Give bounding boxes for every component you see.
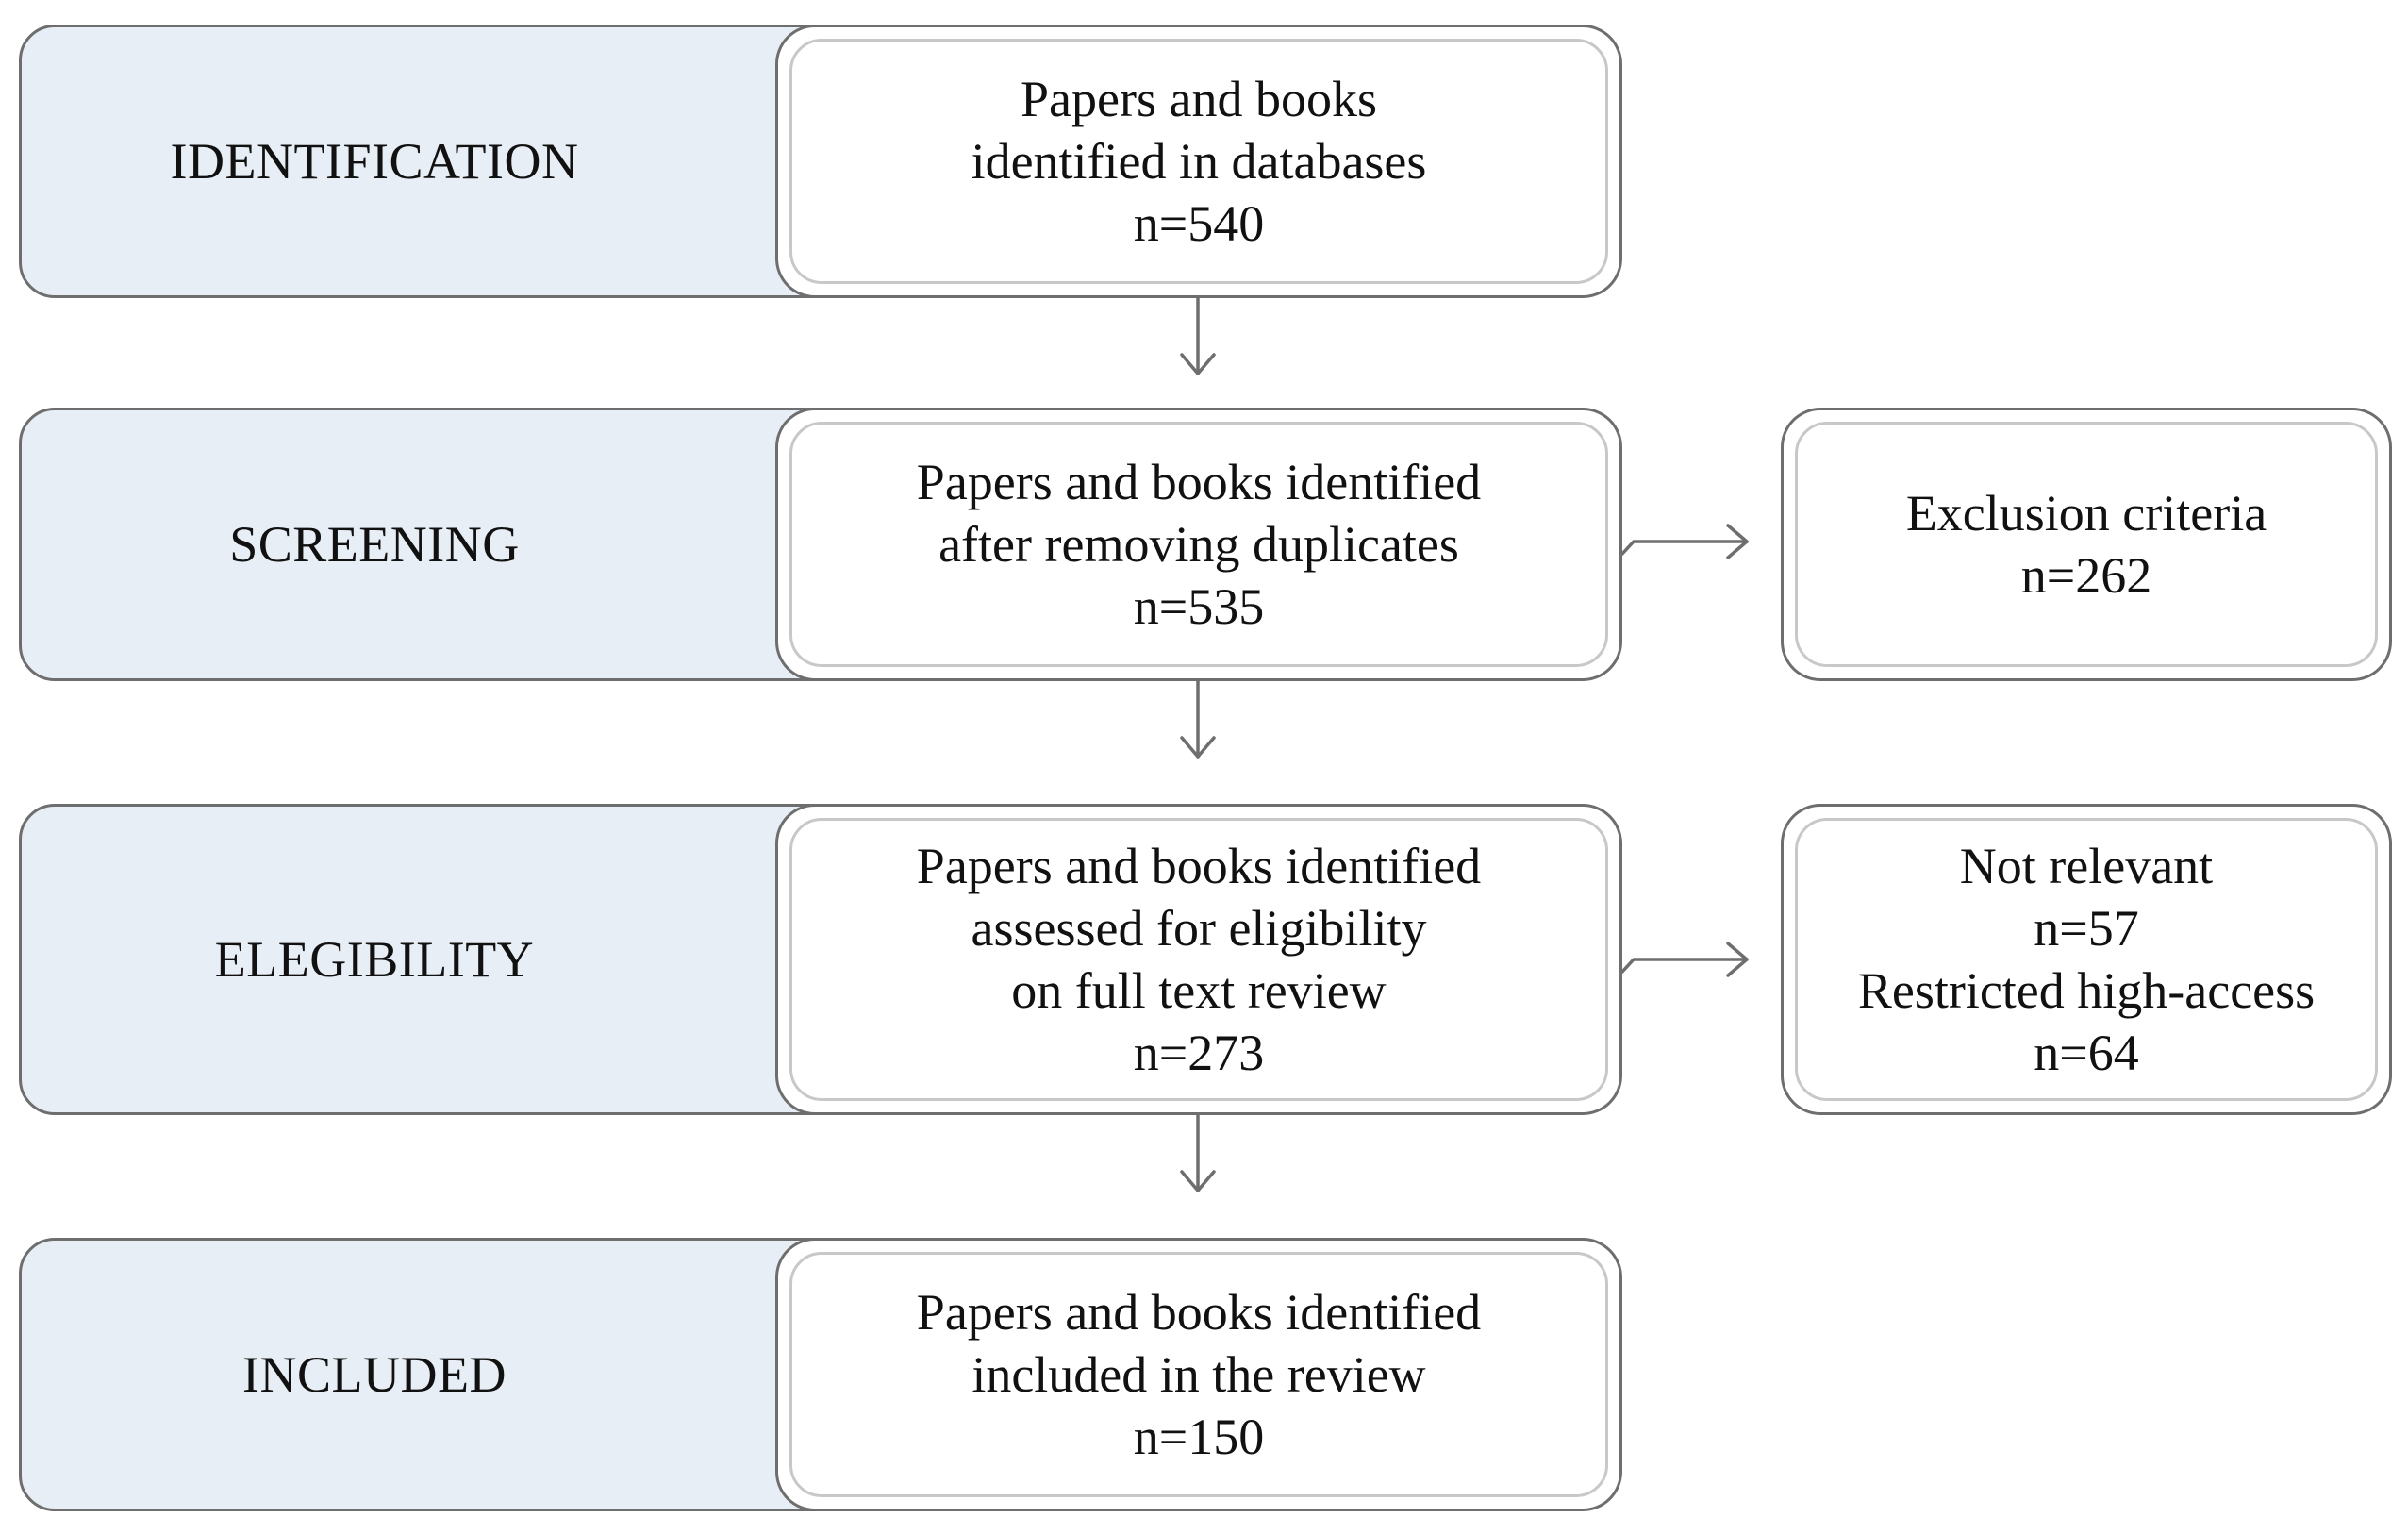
box-line: on full text review bbox=[1011, 962, 1387, 1019]
box-line: Papers and books bbox=[1021, 71, 1377, 127]
box-count: n=150 bbox=[1133, 1409, 1265, 1465]
box-after-removing-duplicates-text: Papers and books identified after removi… bbox=[789, 422, 1608, 667]
side-box-line: Exclusion criteria bbox=[1905, 485, 2267, 542]
box-after-removing-duplicates: Papers and books identified after removi… bbox=[775, 408, 1622, 681]
arrow-down-identification-to-screening bbox=[1180, 296, 1216, 375]
stage-band-identification bbox=[19, 25, 849, 298]
arrow-right-to-exclusion-criteria bbox=[1620, 524, 1749, 559]
arrow-down-screening-to-elegibility bbox=[1180, 679, 1216, 759]
box-count: n=273 bbox=[1133, 1025, 1265, 1081]
side-box-line: Not relevant bbox=[1959, 838, 2214, 894]
side-box-count: n=57 bbox=[2034, 900, 2139, 957]
box-count: n=535 bbox=[1133, 578, 1265, 635]
box-line: Papers and books identified bbox=[916, 454, 1482, 510]
stage-label-identification: IDENTIFICATION bbox=[170, 133, 579, 190]
side-box-count: n=64 bbox=[2034, 1025, 2139, 1081]
arrow-down-elegibility-to-included bbox=[1180, 1113, 1216, 1192]
side-box-exclusion-criteria: Exclusion criteria n=262 bbox=[1781, 408, 2392, 681]
box-line: Papers and books identified bbox=[916, 1284, 1482, 1341]
box-line: after removing duplicates bbox=[938, 516, 1459, 573]
side-box-line: Restricted high-access bbox=[1857, 962, 2316, 1019]
stage-band-elegibility bbox=[19, 804, 849, 1115]
box-identified-in-databases: Papers and books identified in databases… bbox=[775, 25, 1622, 298]
stage-band-included bbox=[19, 1238, 849, 1511]
stage-label-elegibility: ELEGIBILITY bbox=[214, 931, 535, 988]
box-line: assessed for eligibility bbox=[971, 900, 1427, 957]
side-box-not-relevant-text: Not relevant n=57 Restricted high-access… bbox=[1795, 818, 2378, 1101]
box-count: n=540 bbox=[1133, 195, 1265, 252]
box-included-in-review: Papers and books identified included in … bbox=[775, 1238, 1622, 1511]
box-included-in-review-text: Papers and books identified included in … bbox=[789, 1252, 1608, 1497]
stage-band-screening bbox=[19, 408, 849, 681]
box-line: included in the review bbox=[972, 1346, 1426, 1403]
box-identified-in-databases-text: Papers and books identified in databases… bbox=[789, 39, 1608, 284]
box-line: Papers and books identified bbox=[916, 838, 1482, 894]
side-box-exclusion-criteria-text: Exclusion criteria n=262 bbox=[1795, 422, 2378, 667]
box-line: identified in databases bbox=[971, 133, 1427, 190]
side-box-not-relevant: Not relevant n=57 Restricted high-access… bbox=[1781, 804, 2392, 1115]
stage-label-screening: SCREENING bbox=[229, 516, 520, 573]
stage-label-included: INCLUDED bbox=[242, 1346, 507, 1403]
box-assessed-for-eligibility: Papers and books identified assessed for… bbox=[775, 804, 1622, 1115]
side-box-count: n=262 bbox=[2020, 547, 2152, 604]
box-assessed-for-eligibility-text: Papers and books identified assessed for… bbox=[789, 818, 1608, 1101]
arrow-right-to-not-relevant bbox=[1620, 942, 1749, 977]
